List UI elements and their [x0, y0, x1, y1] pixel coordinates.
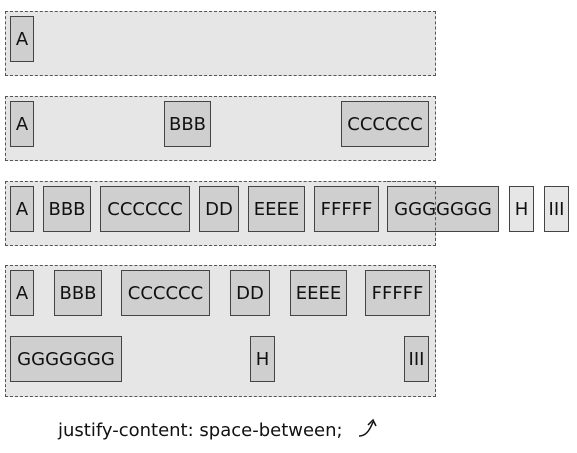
flex-item: BBB [164, 101, 211, 147]
flex-item: FFFFF [365, 270, 430, 316]
flex-container-3: A BBB CCCCCC DD EEEE FFFFF [5, 181, 436, 246]
flex-item: BBB [43, 186, 91, 232]
curved-arrow-icon [358, 418, 377, 437]
flex-item: CCCCCC [341, 101, 429, 147]
flex-container-2: A BBB CCCCCC [5, 96, 436, 161]
flex-item: III [404, 336, 429, 382]
flex-item: H [250, 336, 275, 382]
flex-item: GGGGGGG [10, 336, 122, 382]
container-3-edge-top [387, 181, 436, 182]
flex-item-overflow: H [509, 186, 534, 232]
flex-item: A [10, 16, 34, 62]
flex-item-overflow: III [544, 186, 569, 232]
flex-item: EEEE [248, 186, 305, 232]
flex-item-overflow: GGGGGGG [387, 186, 499, 232]
caption-text: justify-content: space-between; [58, 420, 343, 441]
container-3-edge [435, 181, 436, 246]
flex-item: BBB [54, 270, 102, 316]
flex-item: FFFFF [314, 186, 379, 232]
flex-item: EEEE [290, 270, 347, 316]
flex-item: CCCCCC [100, 186, 190, 232]
flex-item: DD [199, 186, 239, 232]
flex-item: A [10, 186, 34, 232]
flex-item: CCCCCC [121, 270, 210, 316]
flex-container-4: A BBB CCCCCC DD EEEE FFFFF GGGGGGG H III [5, 265, 436, 397]
flex-container-1: A [5, 11, 436, 76]
flex-item: A [10, 101, 34, 147]
flex-item: DD [230, 270, 270, 316]
flex-item: A [10, 270, 34, 316]
